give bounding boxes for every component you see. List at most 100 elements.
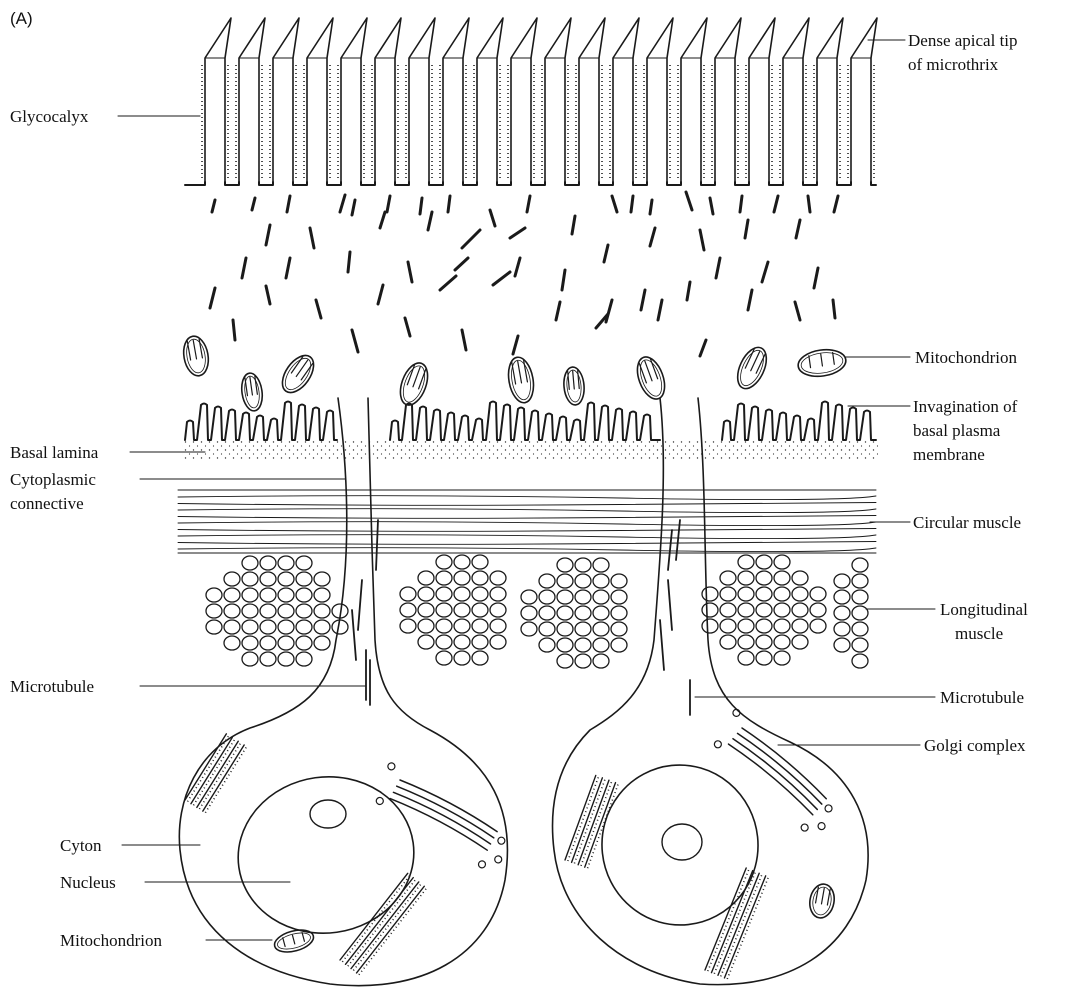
fiber	[212, 200, 215, 212]
label-nucleus: Nucleus	[60, 873, 116, 892]
fiber	[762, 262, 768, 282]
cyton-right	[553, 398, 869, 985]
fiber	[572, 216, 575, 234]
fiber	[796, 220, 800, 238]
basal-plasma-membrane	[185, 402, 876, 441]
microthrix	[406, 18, 435, 182]
mitochondrion	[796, 347, 847, 379]
fiber	[490, 210, 495, 226]
microtriches-layer	[202, 18, 877, 182]
fiber	[562, 270, 565, 290]
microthrix	[338, 18, 367, 182]
label-microtubule-right: Microtubule	[940, 688, 1024, 707]
circular-fiber	[178, 496, 876, 500]
fiber	[700, 340, 706, 356]
golgi-complex	[703, 708, 847, 840]
fiber	[310, 228, 314, 248]
fiber	[612, 196, 617, 212]
microthrix	[644, 18, 673, 182]
longitudinal-muscle-bundles	[206, 555, 868, 668]
mitochondrion	[632, 353, 670, 403]
label-basal-lamina: Basal lamina	[10, 443, 99, 462]
fiber	[286, 258, 290, 278]
fiber	[833, 300, 835, 318]
fiber	[252, 198, 255, 210]
fiber	[834, 196, 838, 212]
microthrix	[746, 18, 775, 182]
fiber	[606, 300, 612, 322]
circular-fiber	[178, 529, 876, 532]
fiber	[408, 262, 412, 282]
microthrix	[610, 18, 639, 182]
fiber	[740, 196, 742, 212]
microthrix	[576, 18, 605, 182]
fiber	[716, 258, 720, 278]
microthrix	[508, 18, 537, 182]
basal-lamina-band	[182, 440, 878, 460]
mitochondrion	[505, 355, 537, 404]
label-invagination-3: membrane	[913, 445, 985, 464]
distal-cytoplasm-fibers	[210, 192, 838, 356]
fiber	[242, 258, 246, 278]
cyton-left	[179, 398, 507, 986]
fiber	[658, 300, 662, 320]
mitochondrion	[239, 372, 264, 412]
fiber	[448, 196, 450, 212]
mitochondrion	[732, 343, 772, 393]
fiber	[814, 268, 818, 288]
circular-muscle-layer	[178, 490, 876, 553]
cyton-organelles	[185, 708, 847, 979]
microthrix	[304, 18, 333, 182]
endoplasmic-reticulum	[185, 734, 247, 813]
fiber	[700, 230, 704, 250]
fiber	[340, 195, 345, 212]
microthrix	[678, 18, 707, 182]
fiber	[650, 228, 655, 246]
microthrix	[848, 18, 877, 182]
fiber	[515, 258, 520, 276]
label-glycocalyx: Glycocalyx	[10, 107, 89, 126]
fiber	[378, 285, 383, 304]
microthrix	[814, 18, 843, 182]
fiber	[808, 196, 810, 212]
fiber	[462, 330, 466, 350]
fiber	[774, 196, 778, 212]
fiber	[387, 196, 390, 212]
muscle-bundle	[400, 555, 506, 665]
muscle-bundle	[521, 558, 627, 668]
fiber	[348, 252, 350, 272]
microthrix	[372, 18, 401, 182]
fiber	[513, 336, 518, 354]
label-dense-apical-tip-2: of microthrix	[908, 55, 999, 74]
fiber	[556, 302, 560, 320]
fiber	[352, 330, 358, 352]
circular-fiber	[178, 503, 876, 506]
circular-fiber	[178, 522, 876, 526]
label-dense-apical-tip-1: Dense apical tip	[908, 31, 1018, 50]
fiber	[493, 272, 510, 285]
endoplasmic-reticulum	[565, 775, 618, 868]
label-longitudinal-muscle-1: Longitudinal	[940, 600, 1028, 619]
microthrix	[712, 18, 741, 182]
mitochondrion	[272, 926, 316, 956]
endoplasmic-reticulum	[705, 868, 768, 979]
circular-fiber	[178, 548, 876, 552]
fiber	[420, 198, 422, 214]
fiber	[287, 196, 290, 212]
mitochondrion	[395, 359, 433, 409]
label-invagination-2: basal plasma	[913, 421, 1001, 440]
microthrix	[542, 18, 571, 182]
fiber	[462, 230, 480, 248]
label-cytoplasmic-connective-2: connective	[10, 494, 84, 513]
membrane-invagination	[185, 402, 337, 441]
fiber	[604, 245, 608, 262]
microthrix	[202, 18, 231, 182]
microthrix	[780, 18, 809, 182]
circular-fiber	[178, 516, 876, 519]
microthrix	[236, 18, 265, 182]
mitochondrion	[562, 366, 585, 406]
label-longitudinal-muscle-2: muscle	[955, 624, 1003, 643]
fiber	[233, 320, 235, 340]
label-mitochondrion-left: Mitochondrion	[60, 931, 162, 950]
label-cyton: Cyton	[60, 836, 102, 855]
